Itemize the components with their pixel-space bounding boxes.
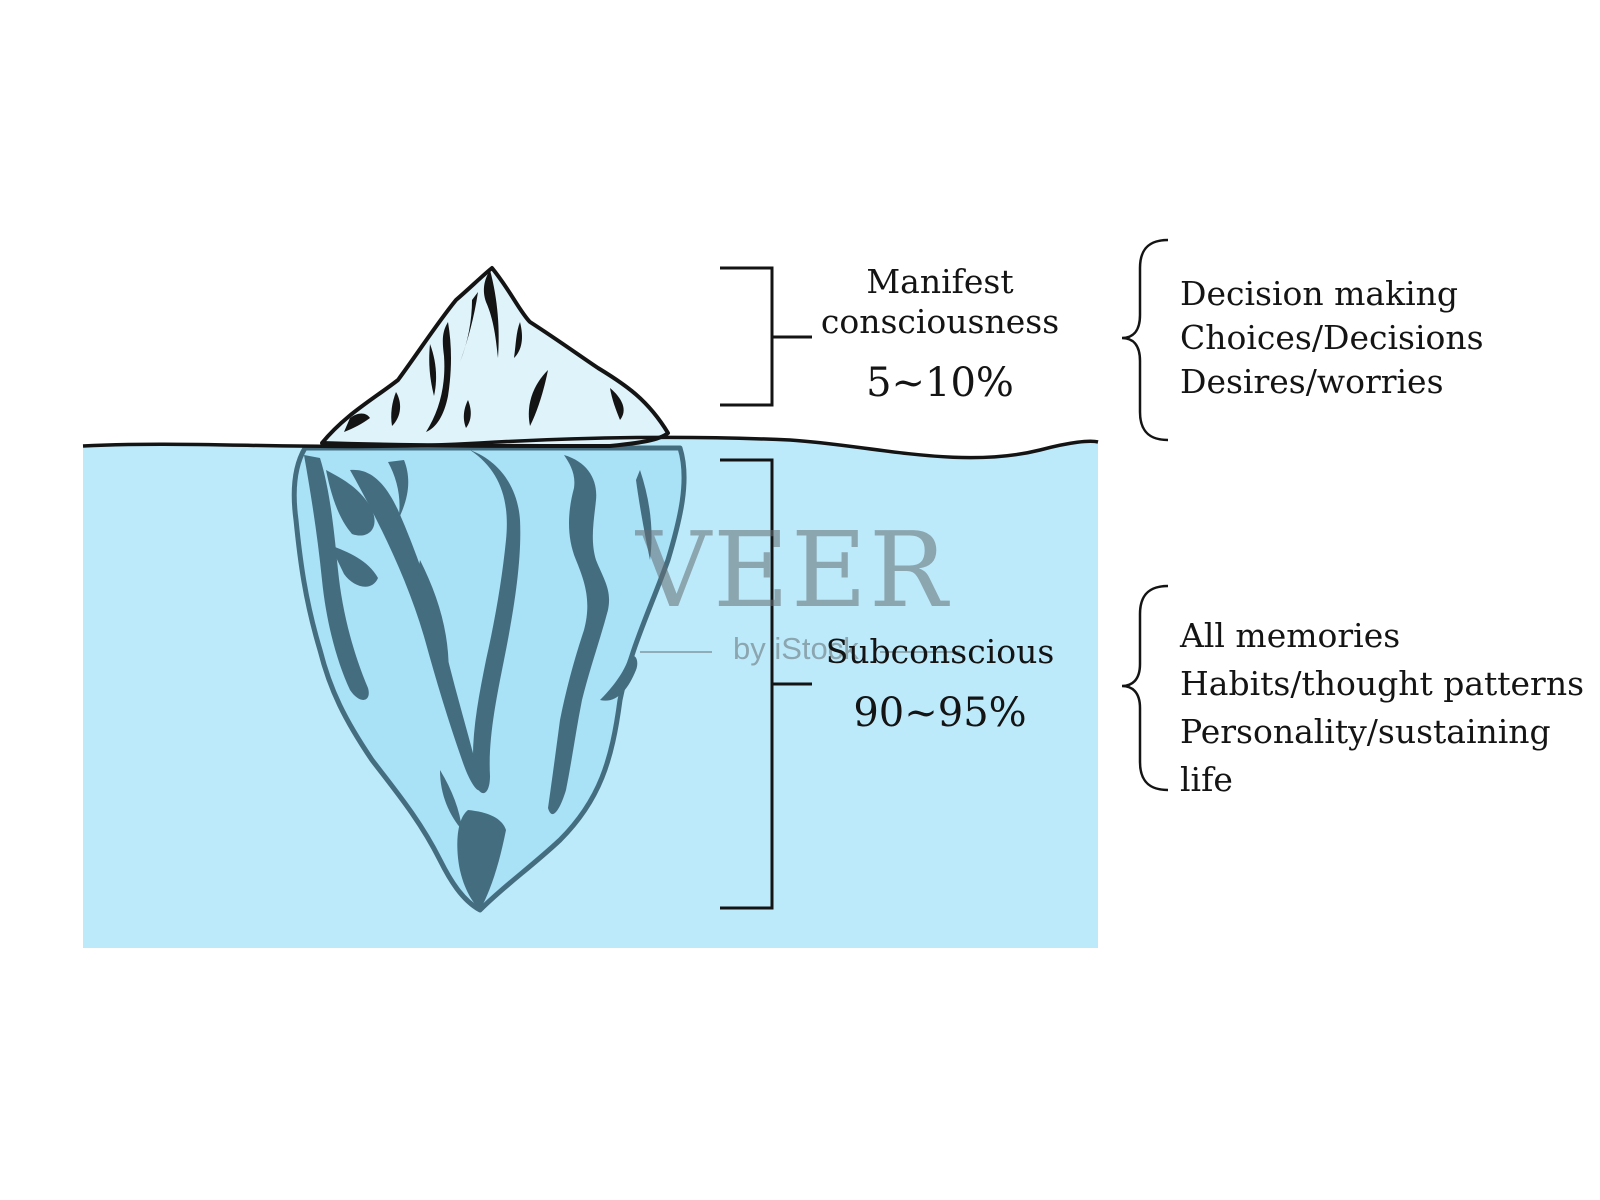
subconscious-item: All memories: [1180, 616, 1401, 655]
manifest-label: Manifest consciousness: [820, 262, 1060, 342]
iceberg-tip-body: [320, 266, 670, 448]
subconscious-item: Personality/sustaining life: [1180, 712, 1551, 799]
bracket-manifest: [720, 266, 812, 407]
water-surface-line: [82, 435, 1099, 460]
iceberg-visible-tip: [320, 266, 670, 448]
manifest-percent: 5~10%: [866, 360, 1014, 406]
curly-brace-manifest: [1121, 238, 1169, 442]
subconscious-label: Subconscious: [825, 632, 1055, 671]
curly-brace-subconscious: [1121, 584, 1169, 792]
iceberg-submerged: [291, 445, 687, 913]
watermark-logo: VEER: [636, 509, 950, 631]
manifest-label-line2: consciousness: [820, 302, 1060, 341]
subconscious-percent: 90~95%: [853, 690, 1027, 736]
watermark-subtext: by iStock: [733, 631, 859, 666]
subconscious-item: Habits/thought patterns: [1180, 664, 1585, 703]
manifest-item: Decision making: [1180, 274, 1459, 313]
manifest-item: Desires/worries: [1180, 362, 1444, 401]
manifest-items-list: Decision making Choices/Decisions Desire…: [1180, 272, 1484, 404]
iceberg-tip-cracks: [344, 270, 624, 432]
manifest-label-line1: Manifest: [866, 262, 1014, 301]
subconscious-items-list: All memories Habits/thought patterns Per…: [1180, 612, 1600, 804]
iceberg-crevasses: [304, 450, 652, 910]
manifest-item: Choices/Decisions: [1180, 318, 1484, 357]
bracket-subconscious: [720, 458, 812, 910]
